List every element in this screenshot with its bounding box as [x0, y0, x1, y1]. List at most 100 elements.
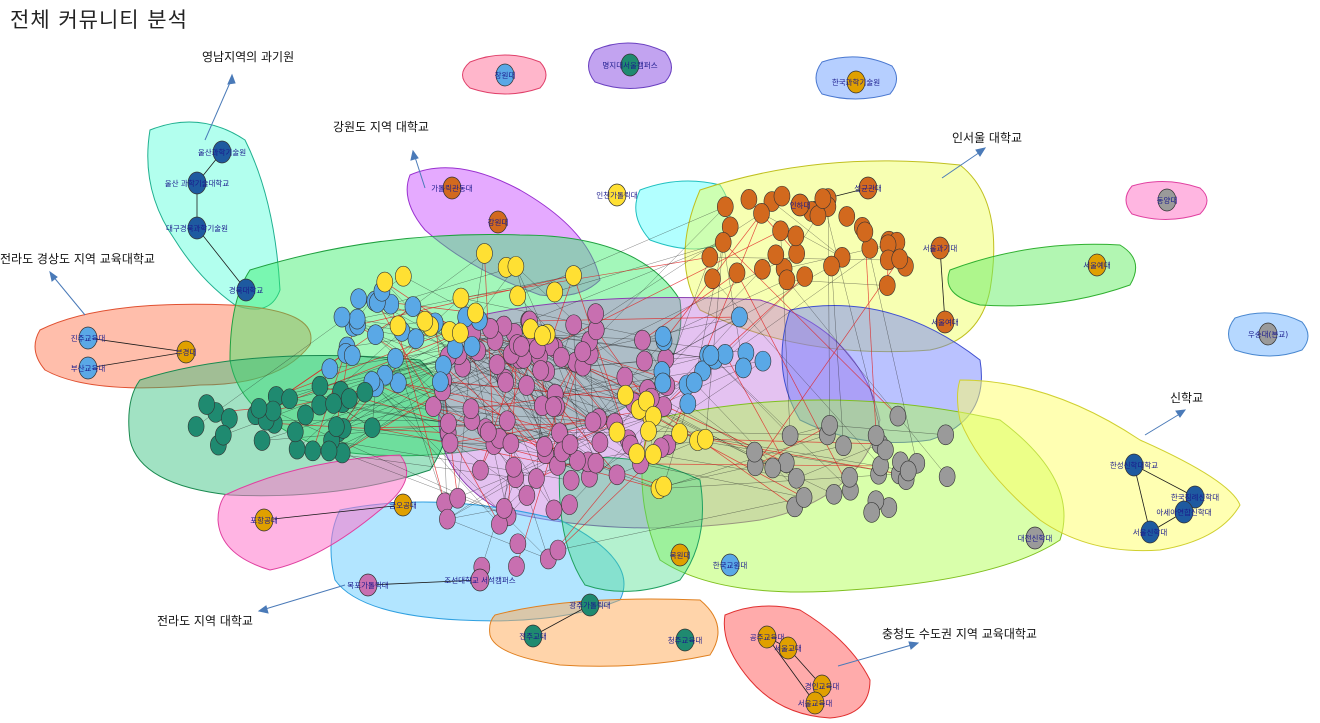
labeled-node-marker: [523, 624, 543, 648]
network-node: [731, 306, 748, 328]
hull-science-institutes: [147, 121, 281, 310]
network-edge: [736, 272, 851, 491]
network-node: [407, 328, 425, 349]
labeled-node: 진주교육대: [71, 326, 105, 350]
network-edge: [693, 242, 724, 383]
network-edge: [341, 390, 443, 454]
network-node: [328, 416, 345, 437]
group-edge: [1133, 464, 1151, 533]
network-edge: [710, 355, 791, 436]
labeled-node: 서울교대: [774, 636, 802, 660]
network-node: [685, 372, 703, 393]
network-edge: [864, 231, 918, 464]
labeled-node: 경북대학교: [229, 278, 263, 302]
network-edge: [640, 463, 805, 498]
network-node: [781, 425, 799, 446]
arrow-jeolla: [261, 584, 346, 611]
labeled-node-marker: [236, 278, 256, 302]
label-shinhak: 신학교: [1170, 391, 1203, 405]
network-node: [187, 416, 205, 437]
network-edge: [503, 443, 512, 509]
labeled-node-label: 목포가톨릭대: [347, 581, 388, 590]
annotation-labels: 영남지역의 과기원 강원도 지역 대학교 인서울 대학교 전라도 경상도 지역 …: [0, 50, 1203, 641]
labeled-node: 청주교육대: [668, 628, 703, 652]
group-edge: [87, 337, 187, 353]
network-edge: [697, 440, 900, 475]
network-node: [488, 354, 506, 375]
network-node: [778, 269, 796, 291]
network-edge: [523, 358, 545, 447]
network-node: [773, 185, 791, 207]
network-edge: [864, 231, 877, 436]
labeled-node: 목포가톨릭대: [347, 573, 389, 597]
network-node: [655, 475, 672, 497]
labeled-node-label: 가톨릭관동대: [431, 183, 472, 193]
labeled-node-label: 대전신학대: [1018, 533, 1053, 543]
labeled-node: 한국침례신학대: [1171, 485, 1219, 509]
network-edge: [722, 242, 899, 417]
hull-shinhak: [957, 379, 1241, 552]
network-node: [878, 275, 896, 296]
network-node: [297, 404, 314, 426]
network-edge: [433, 405, 543, 407]
group-edge: [263, 504, 404, 521]
page-title: 전체 커뮤니티 분석: [10, 8, 188, 32]
network-edge: [529, 320, 590, 342]
network-node: [452, 287, 470, 309]
network-node: [740, 189, 758, 210]
network-node: [502, 433, 520, 454]
network-node: [509, 533, 527, 555]
network-node: [823, 255, 840, 277]
network-edge: [595, 329, 647, 402]
arrow-shinhak: [1144, 411, 1184, 436]
network-edge: [555, 355, 711, 395]
network-node: [899, 460, 917, 482]
network-node: [728, 262, 746, 284]
labeled-node-marker: [78, 356, 98, 380]
network-node: [553, 346, 570, 368]
network-node: [439, 508, 456, 530]
network-node: [395, 265, 412, 287]
labeled-node: 조선대학교 서석캠퍼스: [444, 568, 516, 592]
network-edge: [575, 361, 773, 469]
network-node: [628, 443, 646, 465]
network-edge: [276, 396, 449, 424]
label-gangwon: 강원도 지역 대학교: [333, 120, 429, 134]
labeled-node: 울산과학기술원: [198, 140, 246, 164]
network-node: [735, 357, 752, 379]
labeled-node-label: 서울교육대: [798, 699, 833, 708]
arrow-edu-south: [51, 274, 86, 316]
network-node: [863, 502, 880, 523]
labeled-node: 울산 과학기술대학교: [165, 171, 229, 195]
network-node: [536, 436, 553, 457]
labeled-node-label: 한국과학기술원: [832, 77, 880, 87]
labeled-node: 광주가톨릭대: [569, 593, 611, 617]
network-node: [250, 397, 268, 419]
labeled-node-label: 청주교육대: [668, 636, 703, 645]
network-node: [617, 384, 634, 406]
labeled-node-marker: [1087, 253, 1107, 277]
network-edge: [460, 297, 665, 341]
network-edge: [447, 518, 549, 560]
network-node: [449, 487, 467, 509]
labeled-node-marker: [442, 176, 462, 200]
network-node: [432, 371, 449, 393]
network-edge: [582, 365, 648, 390]
network-node: [440, 413, 457, 434]
labeled-node-marker: [358, 573, 378, 597]
network-node: [634, 329, 651, 351]
network-node: [441, 432, 459, 454]
network-node: [891, 248, 908, 270]
hull-blue-center: [781, 305, 982, 443]
labeled-node: 아세아연합신학대: [1156, 500, 1212, 524]
labeled-node: 목원대: [670, 543, 690, 567]
network-edge: [573, 275, 629, 440]
network-node: [513, 336, 530, 357]
network-node: [796, 266, 814, 287]
labeled-node: 동양대: [1157, 188, 1177, 212]
network-node: [509, 285, 527, 307]
network-edge: [771, 201, 843, 258]
labeled-node-label: 강원대: [488, 217, 509, 227]
labeled-node-label: 금오공대: [389, 501, 417, 510]
labeled-node: 인천가톨릭대: [596, 183, 638, 207]
